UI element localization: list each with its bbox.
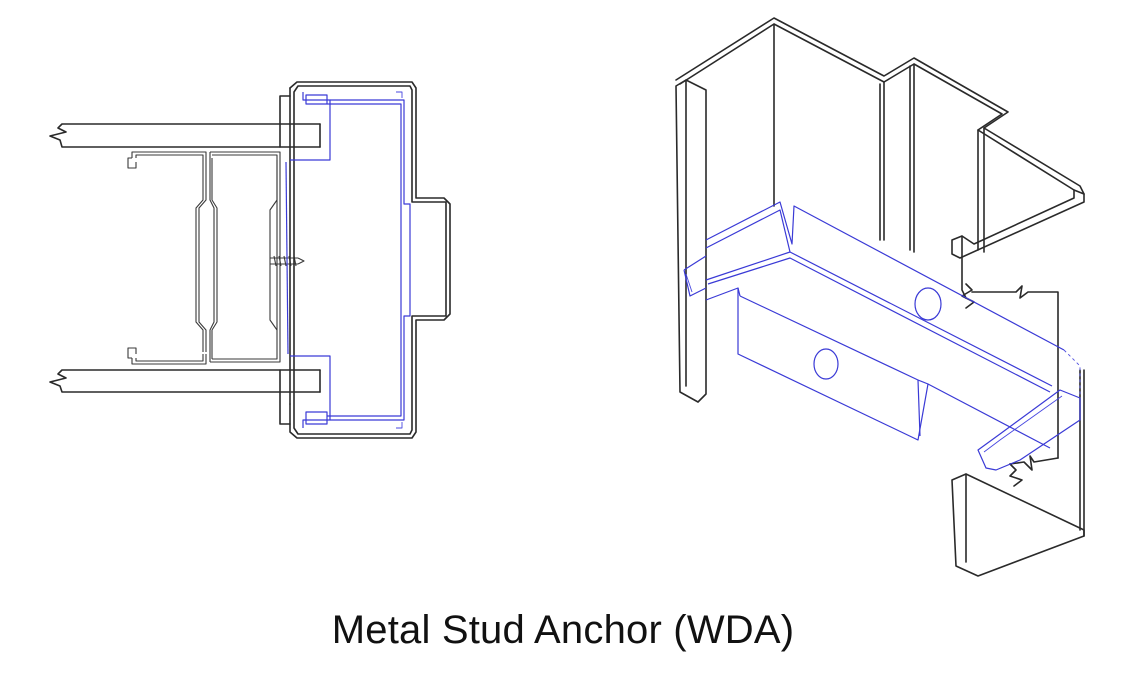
drawing-caption: Metal Stud Anchor (WDA) (331, 608, 795, 652)
door-frame-plan (279, 81, 451, 439)
break-line (971, 285, 1059, 487)
isometric-view (675, 17, 1085, 577)
anchor-plan (285, 91, 411, 429)
anchor-isometric (683, 201, 1081, 471)
plan-view (49, 81, 451, 439)
wallboard-top (49, 123, 321, 148)
wallboard-bottom (49, 369, 321, 393)
metal-stud (127, 151, 281, 365)
door-frame-isometric (675, 17, 1085, 577)
technical-drawing (49, 17, 1085, 577)
